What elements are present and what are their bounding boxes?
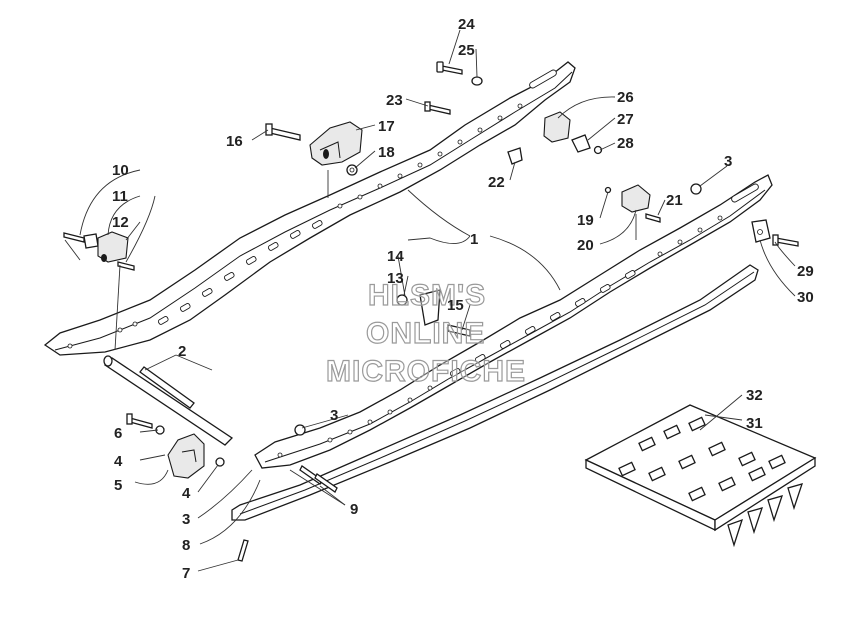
callout-23: 23 xyxy=(386,92,403,109)
callout-19: 19 xyxy=(577,212,594,229)
callout-6: 6 xyxy=(114,425,122,442)
callout-27: 27 xyxy=(617,111,634,128)
callout-7: 7 xyxy=(182,565,190,582)
left-slide-rail xyxy=(43,61,576,356)
callout-20: 20 xyxy=(577,237,594,254)
bolt-7 xyxy=(237,539,249,562)
callout-4-left: 4 xyxy=(114,453,123,470)
bolt-16 xyxy=(265,123,301,141)
callout-16: 16 xyxy=(226,133,243,150)
watermark-line-2: ONLINE xyxy=(366,317,485,350)
callout-15: 15 xyxy=(447,297,464,314)
callout-18: 18 xyxy=(378,144,395,161)
callout-5: 5 xyxy=(114,477,122,494)
track-teeth xyxy=(727,483,804,548)
callout-30: 30 xyxy=(797,289,814,306)
left-rail-holes xyxy=(67,103,523,349)
callout-26: 26 xyxy=(617,89,634,106)
front-wheel-cluster xyxy=(126,413,225,479)
track-section xyxy=(584,404,817,548)
callout-13: 13 xyxy=(387,270,404,287)
callout-3-upper: 3 xyxy=(330,407,338,424)
callout-25: 25 xyxy=(458,42,475,59)
callout-24: 24 xyxy=(458,16,475,33)
watermark-line-1: HLSM'S xyxy=(368,279,486,312)
callout-14: 14 xyxy=(387,248,404,265)
callout-11: 11 xyxy=(112,188,128,205)
callout-29: 29 xyxy=(797,263,814,280)
watermark-line-3: MICROFICHE xyxy=(326,355,526,388)
callout-12: 12 xyxy=(112,214,129,231)
callout-21: 21 xyxy=(666,192,683,209)
right-slide-rail xyxy=(254,174,773,469)
callout-1: 1 xyxy=(470,231,478,248)
callout-28: 28 xyxy=(617,135,634,152)
nut-18 xyxy=(346,164,358,176)
front-bracket-cluster xyxy=(751,219,799,247)
callout-31: 31 xyxy=(746,415,763,432)
hyfax-wear-strip xyxy=(231,264,759,521)
bumper-block-17 xyxy=(309,121,363,166)
callout-32: 32 xyxy=(746,387,763,404)
bolts-9 xyxy=(299,465,338,493)
callout-2: 2 xyxy=(178,343,186,360)
callout-3-front: 3 xyxy=(724,153,732,170)
cross-shaft xyxy=(103,355,234,446)
nut-3-upper xyxy=(294,424,306,436)
rear-bolt-cluster xyxy=(436,61,603,155)
callout-22: 22 xyxy=(488,174,505,191)
callout-4-right: 4 xyxy=(182,485,191,502)
center-spring-cluster xyxy=(396,289,471,337)
callout-numbers: 1 2 3 3 3 4 4 5 6 7 8 9 10 11 12 13 14 1… xyxy=(112,16,814,582)
callout-3-lower: 3 xyxy=(182,511,190,528)
watermark: HLSM'S ONLINE MICROFICHE xyxy=(325,278,526,388)
right-rail-holes xyxy=(277,215,723,458)
front-bumper-cluster xyxy=(604,183,702,223)
callout-8: 8 xyxy=(182,537,190,554)
bushing-22 xyxy=(507,147,523,165)
callout-10: 10 xyxy=(112,162,129,179)
callout-17: 17 xyxy=(378,118,395,135)
leader-lines xyxy=(64,29,796,572)
bolt-23 xyxy=(424,101,451,115)
rear-hitch-cluster xyxy=(63,231,135,271)
track-lugs xyxy=(618,416,786,502)
callout-9: 9 xyxy=(350,501,358,518)
